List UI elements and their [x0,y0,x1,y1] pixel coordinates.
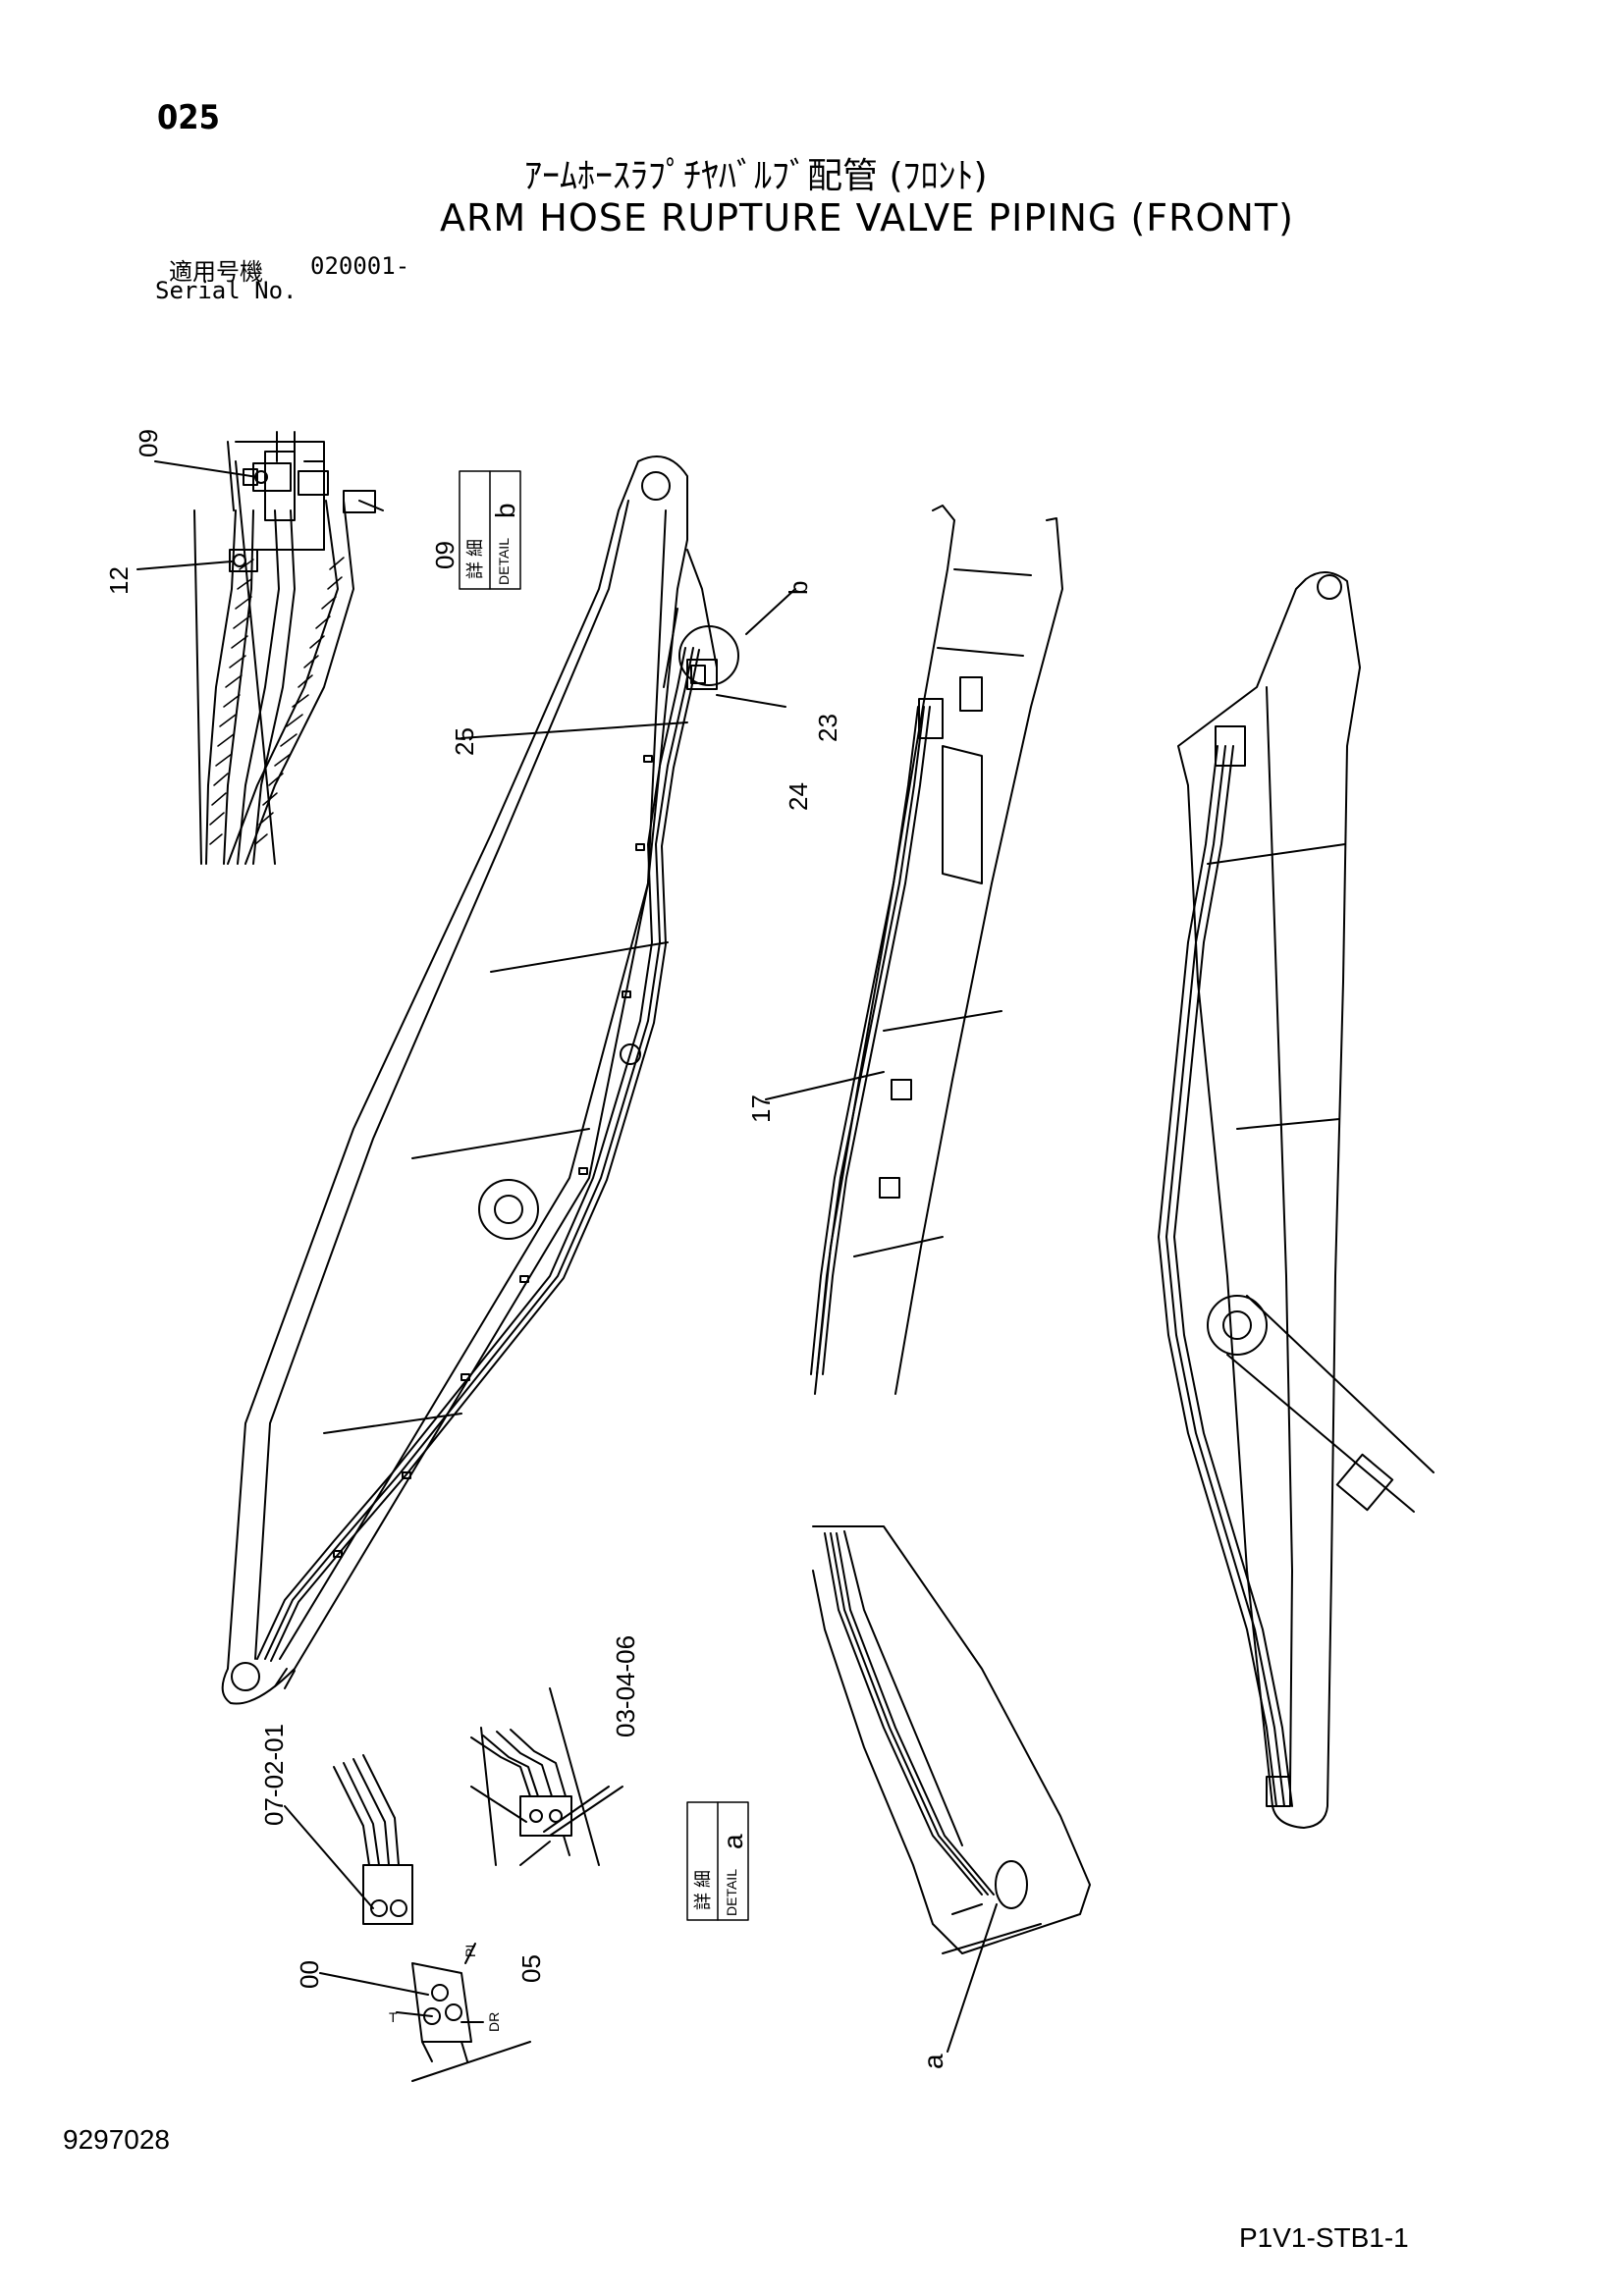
callout-24: 24 [784,782,813,811]
callout-05: 05 [516,1954,546,1983]
detail-a-label-en: DETAIL [724,1869,739,1916]
callout-12: 12 [104,566,134,595]
port-label-t: T [389,2009,398,2025]
callout-b: b [784,581,813,595]
callout-09-right: 09 [430,541,460,569]
callout-00: 00 [295,1960,324,1989]
serial-value: 020001- [310,252,410,280]
detail-a-letter: a [718,1834,748,1849]
detail-b-view [136,431,384,865]
arm-middle-view [765,505,1063,1395]
detail-b-box [459,470,521,590]
arm-right-view [1158,571,1435,1829]
detail-b-letter: b [490,503,520,518]
detail-a-label-jp: 詳 細 [693,1870,713,1910]
detail-b-label-jp: 詳 細 [465,539,485,579]
port-label-pi: PI [462,1945,478,1957]
title-english: ARM HOSE RUPTURE VALVE PIPING (FRONT) [440,196,1294,240]
serial-label-japanese: 適用号機 [169,258,263,286]
title-japanese: ｱｰﾑﾎｰｽﾗﾌﾟﾁﾔﾊﾞﾙﾌﾞ配管 (ﾌﾛﾝﾄ) [524,156,988,196]
callout-25: 25 [450,727,479,756]
page-number: 025 [157,98,220,137]
arm-lower-view [812,1525,1091,2053]
arm-left-view [221,455,796,1705]
serial-label-english: Serial No. [155,277,298,304]
callout-03-04-06: 03-04-06 [611,1635,640,1737]
detail-b-label-en: DETAIL [496,538,512,585]
detail-a-view [284,1687,623,2082]
callout-23: 23 [813,714,842,742]
page-code: P1V1-STB1-1 [1239,2222,1409,2253]
drawing-number: 9297028 [63,2124,171,2155]
port-label-dr: DR [486,2012,502,2032]
detail-a-box [686,1801,749,1921]
callout-07-02-01: 07-02-01 [259,1724,289,1826]
callout-a: a [918,2054,948,2069]
callout-17: 17 [746,1095,776,1123]
callout-09-upper: 09 [134,429,163,457]
